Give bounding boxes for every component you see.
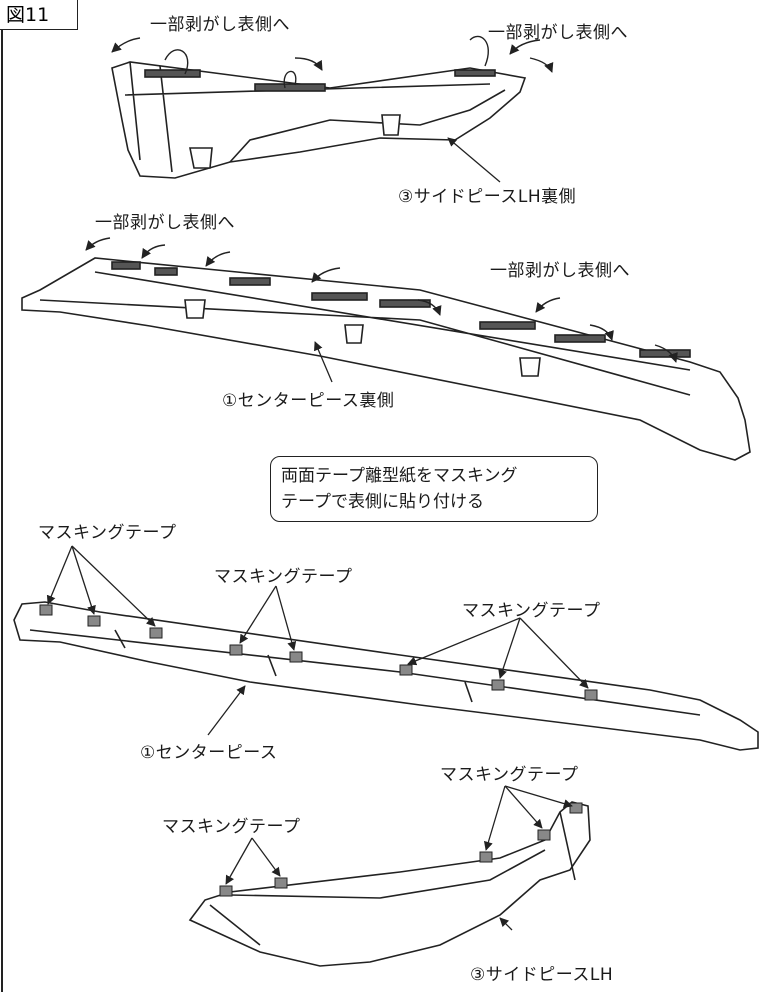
tape-strip (311, 292, 368, 301)
tape-strip (479, 321, 536, 330)
label-center-piece-back: ①センターピース裏側 (222, 391, 395, 411)
label-masking-tape: マスキングテープ (38, 523, 177, 543)
tape-strip (229, 277, 271, 286)
label-side-piece-lh: ③サイドピースLH (470, 965, 614, 985)
label-peel-front: 一部剥がし表側へ (488, 23, 628, 43)
mount-clip (344, 324, 364, 344)
mount-clip (381, 114, 401, 136)
center-piece-front-drawing (13, 601, 759, 751)
masking-tape-pieces-side (219, 802, 583, 897)
tape-strip (454, 69, 496, 77)
tape-strip (111, 261, 141, 270)
label-masking-tape: マスキングテープ (162, 817, 301, 837)
peel-arrows-top (111, 35, 554, 89)
label-masking-tape: マスキングテープ (440, 765, 579, 785)
label-center-piece: ①センターピース (140, 743, 278, 763)
label-peel-front: 一部剥がし表側へ (490, 261, 630, 281)
side-piece-lh-back-drawing (111, 61, 527, 179)
instruction-note: 両面テープ離型紙をマスキング テープで表側に貼り付ける (270, 456, 598, 522)
mount-clip (184, 299, 206, 319)
label-masking-tape: マスキングテープ (214, 567, 353, 587)
masking-tape-pieces (39, 604, 598, 701)
mount-clip (189, 147, 213, 169)
center-piece-back-drawing (21, 257, 751, 461)
masking-leaders-side (225, 785, 573, 885)
tape-strip (554, 334, 606, 343)
figure-number: 図11 (0, 0, 78, 30)
leader-line (499, 917, 513, 931)
label-masking-tape: マスキングテープ (462, 601, 601, 621)
label-peel-front: 一部剥がし表側へ (150, 15, 290, 35)
label-peel-front: 一部剥がし表側へ (95, 213, 235, 233)
peel-arrows-center (85, 237, 678, 363)
tape-strip (639, 349, 691, 358)
note-line-2: テープで表側に貼り付ける (281, 492, 484, 512)
tape-strip (154, 267, 178, 276)
side-piece-lh-front-drawing (188, 801, 591, 967)
leader-line (447, 137, 501, 183)
mount-clip (519, 357, 541, 377)
note-line-1: 両面テープ離型紙をマスキング (281, 466, 518, 486)
label-side-piece-lh-back: ③サイドピースLH裏側 (398, 187, 577, 207)
leader-line (207, 685, 246, 736)
leader-line (314, 341, 333, 383)
tape-strip (254, 83, 326, 92)
tape-strip (144, 69, 201, 78)
masking-leaders-center (46, 545, 589, 689)
